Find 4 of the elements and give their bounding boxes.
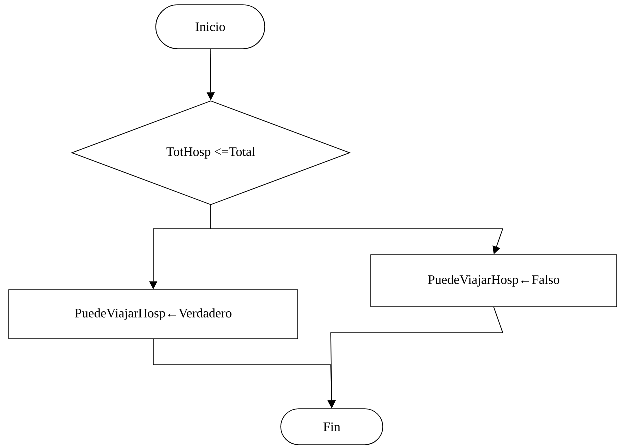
process-box: PuedeViajarHosp←Verdadero <box>8 290 298 340</box>
terminal-box: Fin <box>280 408 384 446</box>
process-box: PuedeViajarHosp←Falso <box>370 254 618 308</box>
terminal-box: Inicio <box>156 4 266 50</box>
